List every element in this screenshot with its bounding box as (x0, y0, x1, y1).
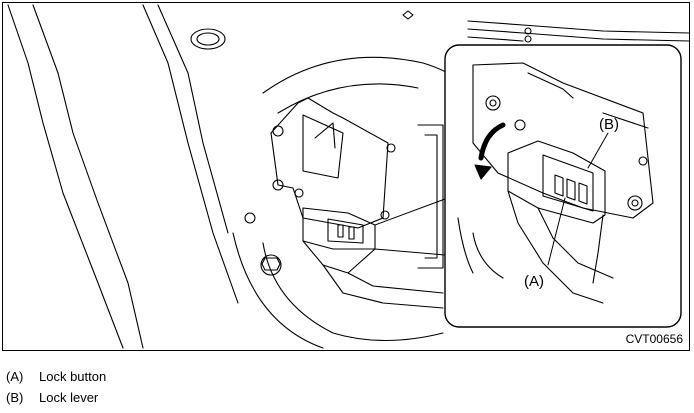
legend-label: Lock lever (39, 390, 99, 405)
legend-item: (B) Lock lever (6, 387, 106, 408)
illustration-frame: (B) (A) CVT00656 (2, 2, 690, 351)
legend-key: (B) (6, 390, 24, 405)
legend-key: (A) (6, 369, 24, 384)
legend-label: Lock button (39, 369, 107, 384)
legend-item: (A) Lock button (6, 366, 106, 387)
legend: (A) Lock button (B) Lock lever (6, 366, 106, 408)
figure-id: CVT00656 (625, 332, 683, 346)
engine-bay-line-drawing (7, 4, 689, 349)
